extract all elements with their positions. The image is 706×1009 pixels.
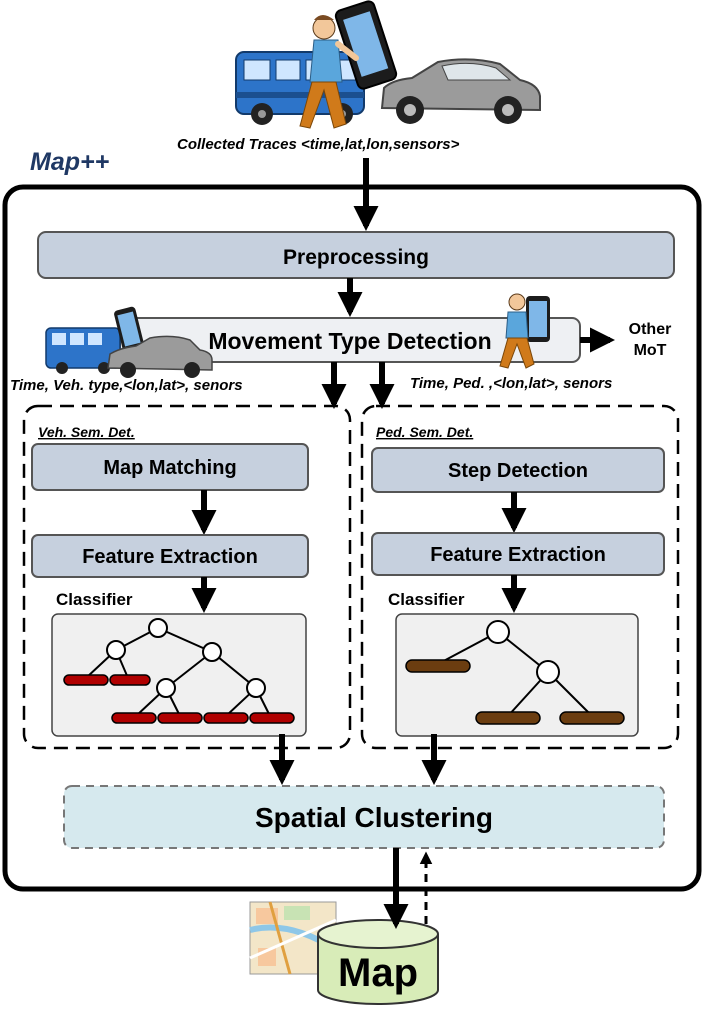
tree-leaf	[109, 674, 151, 686]
pedestrian-classifier-box	[395, 613, 639, 737]
pedestrian-tree-leaves	[405, 659, 625, 725]
vehicle-decision-tree	[85, 618, 271, 717]
car-icon	[380, 58, 541, 124]
pedestrian-branch-label: Time, Ped. ,<lon,lat>, senors	[410, 375, 612, 392]
tree-leaf	[157, 712, 203, 724]
preprocessing-box	[37, 231, 675, 279]
tree-node	[106, 640, 126, 660]
vehicle-branch-label: Time, Veh. type,<lon,lat>, senors	[10, 377, 243, 394]
pedestrian-feature-extraction-label: Feature Extraction	[430, 544, 606, 566]
tree-node	[536, 660, 560, 684]
tree-node	[246, 678, 266, 698]
pedestrian-module-border	[360, 404, 680, 750]
map-plus-plus-container	[2, 184, 702, 892]
tree-leaf	[559, 711, 625, 725]
tree-leaf	[249, 712, 295, 724]
pedestrian-feature-extraction-box	[371, 532, 665, 576]
collected-traces-label: Collected Traces <time,lat,lon,sensors>	[177, 136, 460, 153]
step-detection-box	[371, 447, 665, 493]
pedestrian-icon-small	[499, 293, 550, 369]
vehicle-feature-extraction-label: Feature Extraction	[82, 546, 258, 568]
system-title: Map++	[30, 148, 110, 176]
tree-node	[148, 618, 168, 638]
bus-icon	[235, 51, 365, 125]
vehicle-feature-extraction-box	[31, 534, 309, 578]
pedestrian-semantic-detection-module: Ped. Sem. Det. Step Detection Feature Ex…	[360, 404, 680, 750]
tree-node	[156, 678, 176, 698]
vehicle-semantic-detection-module: Veh. Sem. Det. Map Matching Feature Extr…	[22, 404, 352, 750]
other-mot-label-line1: Other	[629, 321, 672, 338]
vehicle-module-border	[22, 404, 352, 750]
preprocessing-label: Preprocessing	[283, 246, 429, 269]
map-matching-label: Map Matching	[103, 457, 236, 479]
smartphone-icon	[334, 0, 398, 90]
car-icon	[107, 335, 213, 378]
smartphone-icon	[114, 306, 144, 352]
tree-leaf	[405, 659, 471, 673]
collected-traces-illustration	[235, 0, 541, 129]
vehicle-module-title: Veh. Sem. Det.	[38, 424, 135, 440]
pedestrian-with-phone-icon	[299, 15, 359, 129]
map-matching-box	[31, 443, 309, 491]
pedestrian-classifier-label: Classifier	[388, 590, 465, 609]
other-mot-label-line2: MoT	[634, 342, 667, 359]
vehicle-tree-leaves	[63, 674, 295, 724]
spatial-clustering-box	[63, 785, 665, 849]
pedestrian-module-title: Ped. Sem. Det.	[376, 424, 473, 440]
pedestrian-decision-tree	[437, 620, 593, 717]
bus-icon	[45, 327, 121, 374]
map-store-label: Map	[338, 951, 418, 995]
tree-node	[486, 620, 510, 644]
vehicle-icons-small	[45, 306, 213, 378]
movement-type-detection-label: Movement Type Detection	[208, 328, 491, 354]
tree-node	[202, 642, 222, 662]
step-detection-label: Step Detection	[448, 460, 588, 482]
vehicle-classifier-label: Classifier	[56, 590, 133, 609]
smartphone-icon	[526, 296, 550, 342]
tree-leaf	[203, 712, 249, 724]
tree-leaf	[111, 712, 157, 724]
tree-leaf	[475, 711, 541, 725]
tree-leaf	[63, 674, 109, 686]
spatial-clustering-label: Spatial Clustering	[255, 802, 493, 833]
